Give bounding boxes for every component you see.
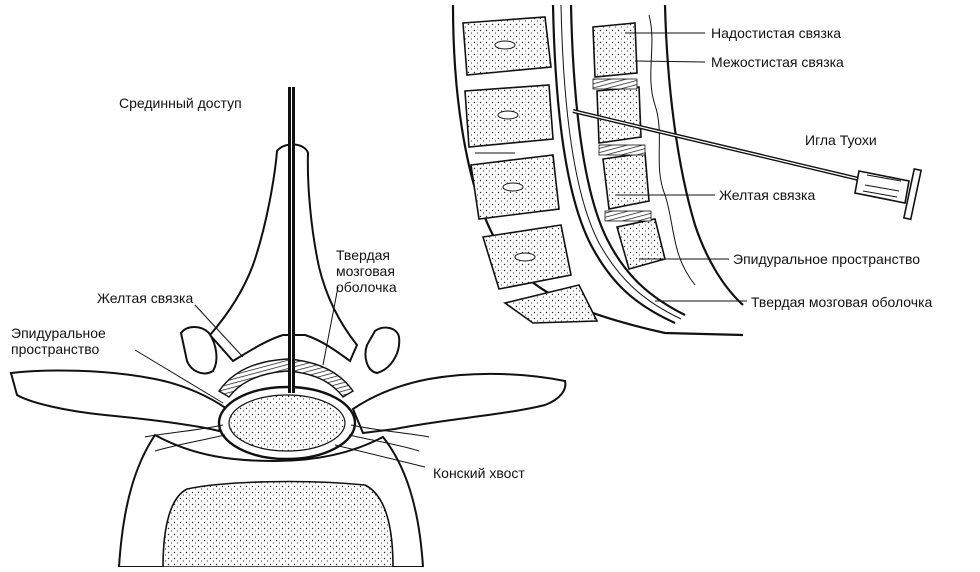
label-tuohy-needle: Игла Туохи bbox=[805, 132, 877, 148]
label-yellow-ligament-left: Желтая связка bbox=[97, 290, 194, 306]
leader-cauda bbox=[334, 444, 426, 468]
leader-dura-left bbox=[322, 286, 339, 366]
leader-epidural-left bbox=[134, 349, 224, 404]
sagittal-spine bbox=[451, 5, 923, 337]
label-cauda-equina: Конский хвост bbox=[433, 465, 525, 481]
axial-vertebra bbox=[9, 87, 567, 567]
label-epidural-space-right: Эпидуральное пространство bbox=[733, 251, 921, 267]
label-median-approach: Срединный доступ bbox=[119, 95, 242, 111]
label-yellow-ligament-right: Желтая связка bbox=[719, 187, 816, 203]
illustration bbox=[9, 5, 923, 567]
label-dura-left: Твердая мозговая оболочка bbox=[336, 247, 397, 295]
label-epidural-space-left: Эпидуральное пространство bbox=[11, 325, 106, 357]
anatomy-figure: Срединный доступ Твердая мозговая оболоч… bbox=[5, 5, 975, 567]
leader-yellow-left bbox=[194, 304, 244, 358]
label-interspinous-ligament: Межостистая связка bbox=[711, 54, 844, 70]
leader-interspinous bbox=[634, 60, 706, 63]
label-supraspinous-ligament: Надостистая связка bbox=[711, 25, 842, 41]
label-dura-right: Твердая мозговая оболочка bbox=[751, 294, 933, 310]
